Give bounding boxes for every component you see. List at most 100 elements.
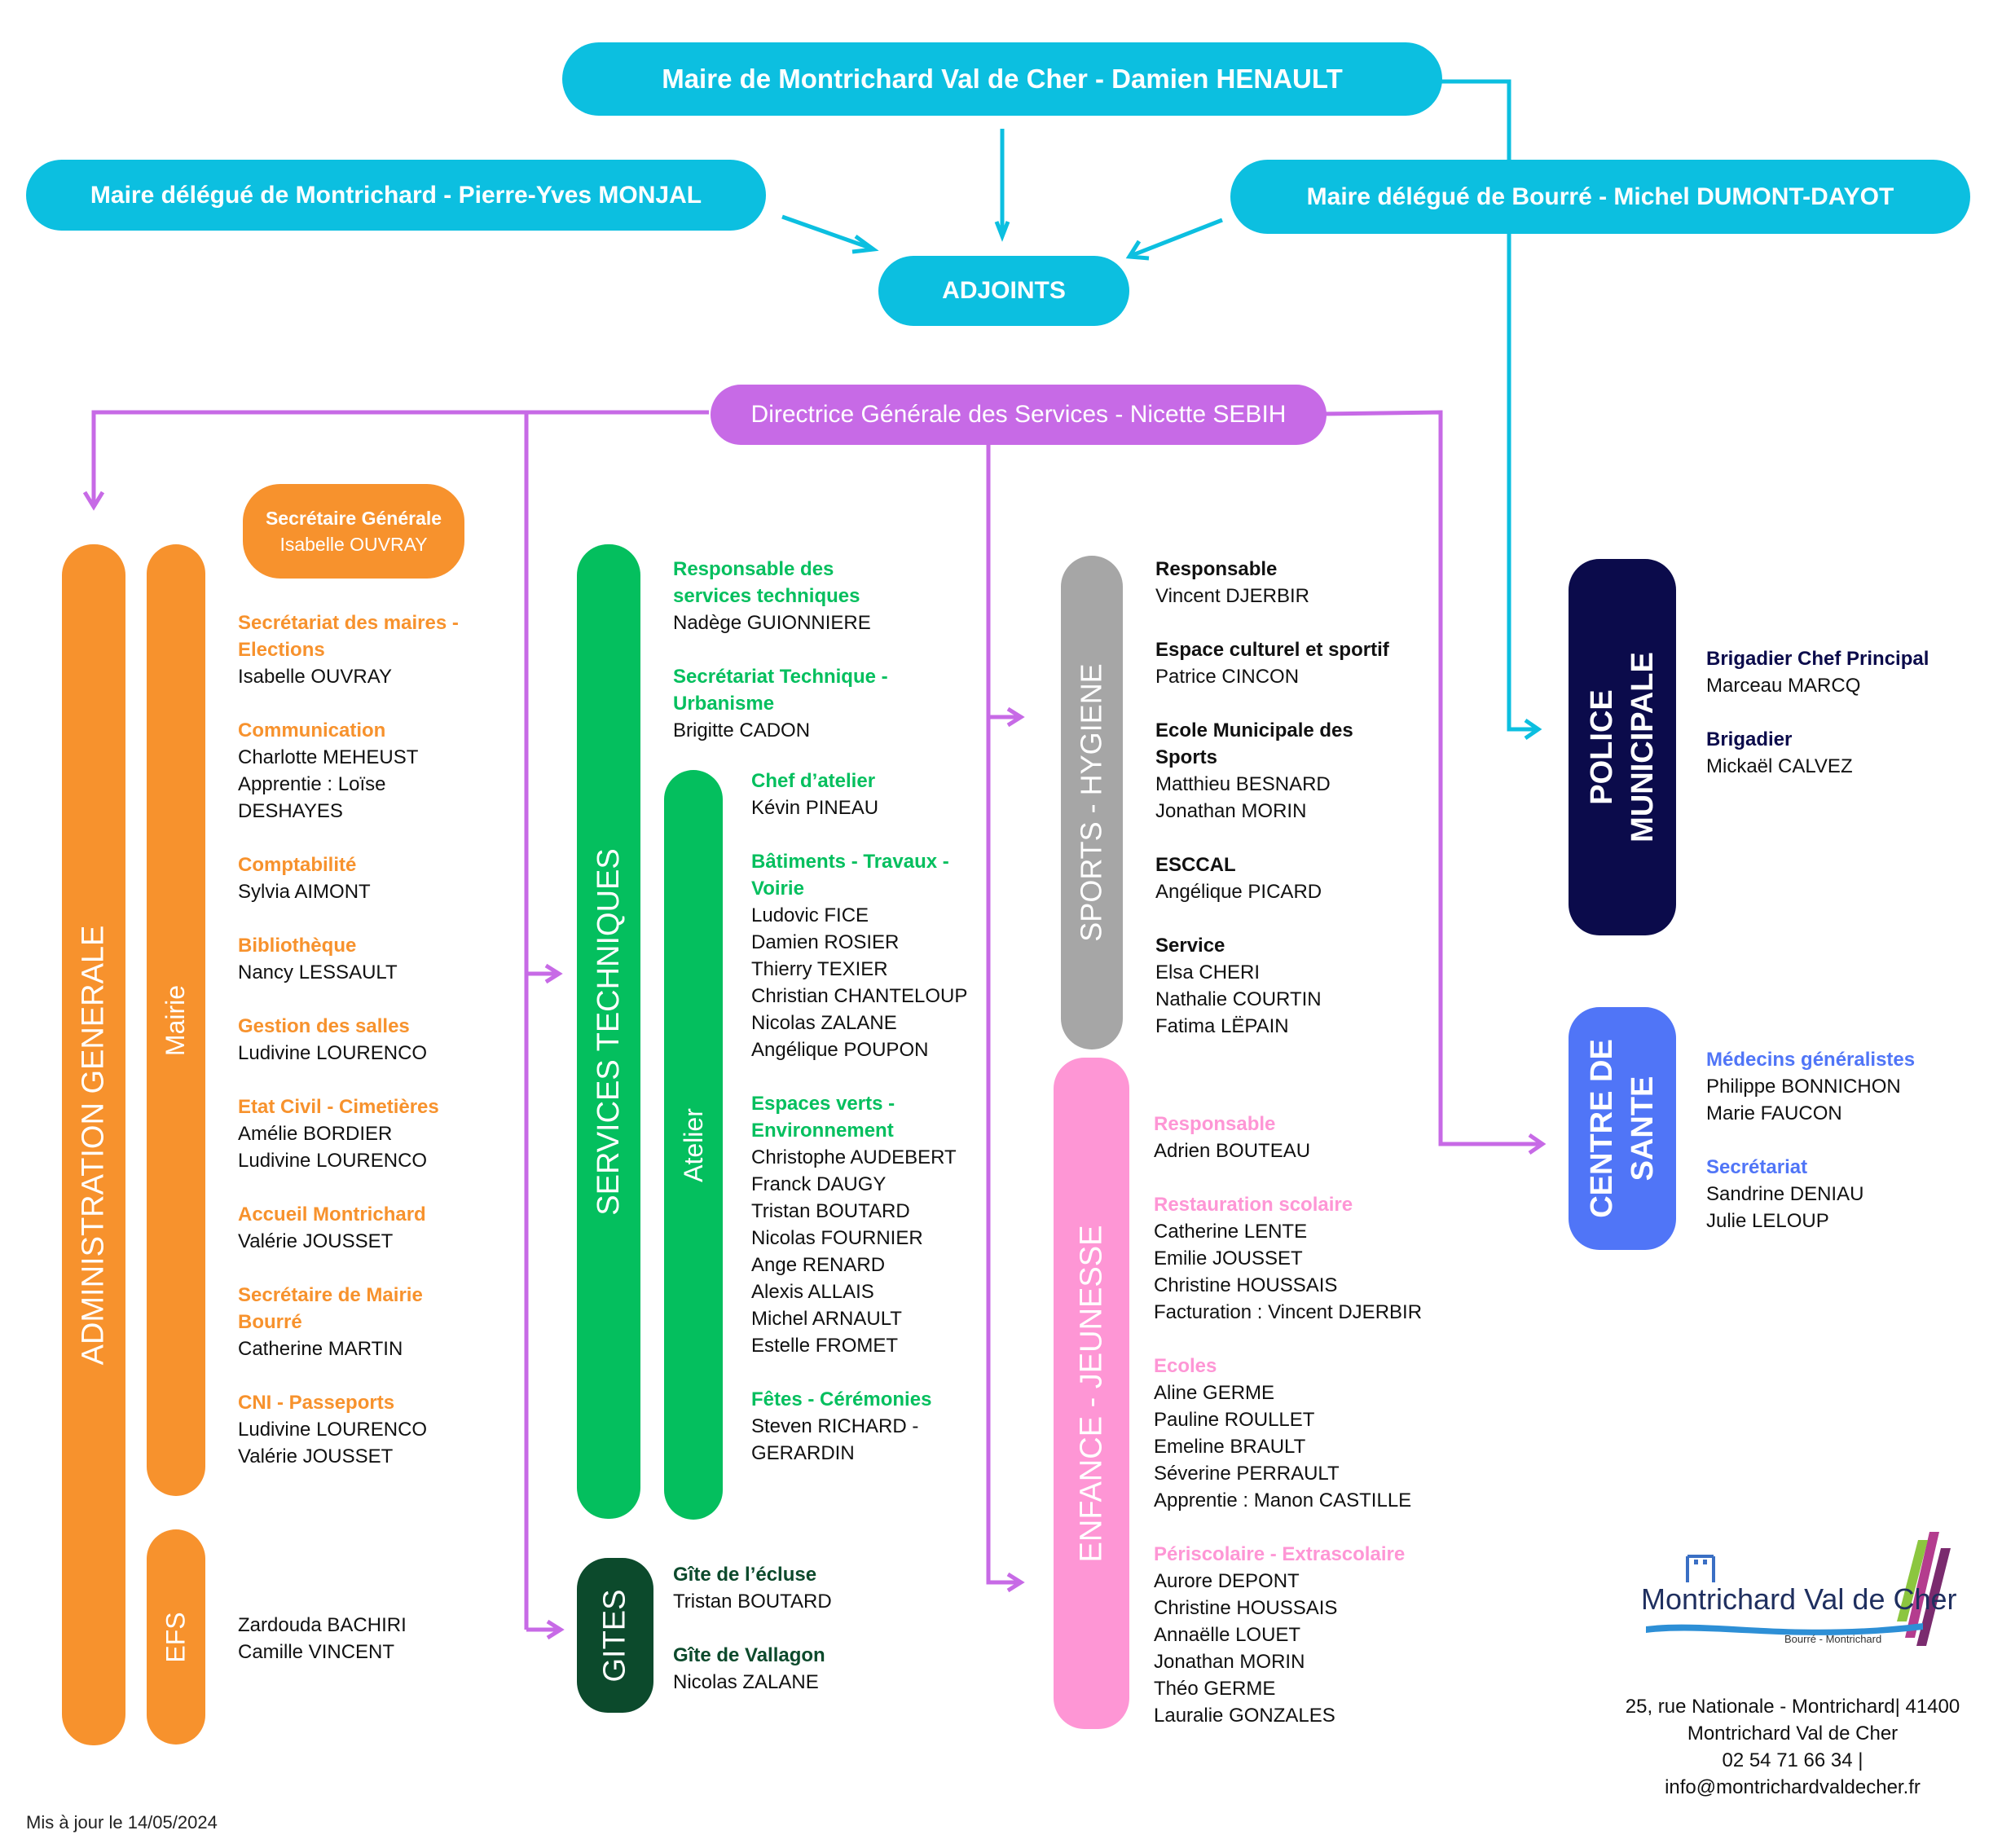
group-title: Restauration scolaire xyxy=(1154,1194,1353,1216)
enfance-jeunesse-bar: ENFANCE - JEUNESSE xyxy=(1054,1058,1129,1729)
services-techniques-bar: SERVICES TECHNIQUES xyxy=(577,544,640,1519)
member-name: Christian CHANTELOUP xyxy=(751,985,968,1007)
member-name: Aline GERME xyxy=(1154,1382,1275,1404)
member-name: Adrien BOUTEAU xyxy=(1154,1140,1311,1162)
enfance-jeunesse-label: ENFANCE - JEUNESSE xyxy=(1074,1225,1108,1562)
administration-generale-label: ADMINISTRATION GENERALE xyxy=(76,925,111,1365)
address-line: Montrichard Val de Cher xyxy=(1687,1723,1899,1745)
member-name: Amélie BORDIER xyxy=(238,1123,393,1145)
member-name: Angélique PICARD xyxy=(1155,881,1322,903)
maire-box: Maire de Montrichard Val de Cher - Damie… xyxy=(562,42,1442,116)
logo-stripes-icon xyxy=(1897,1532,1951,1646)
logo-tower-icon xyxy=(1686,1555,1715,1582)
address-line: 25, rue Nationale - Montrichard| 41400 xyxy=(1625,1696,1960,1718)
member-name: Mickaël CALVEZ xyxy=(1706,755,1853,777)
member-name: Tristan BOUTARD xyxy=(751,1200,910,1222)
member-name: Christine HOUSSAIS xyxy=(1154,1274,1338,1296)
member-name: Emilie JOUSSET xyxy=(1154,1247,1303,1269)
group-title: Responsable xyxy=(1154,1113,1276,1135)
logo: Montrichard Val de Cher Bourré - Montric… xyxy=(1638,1532,1957,1654)
member-name: Angélique POUPON xyxy=(751,1039,929,1061)
group-title: Brigadier Chef Principal xyxy=(1706,648,1929,670)
secretaire-generale-box: Secrétaire Générale Isabelle OUVRAY xyxy=(243,484,464,579)
member-name: Tristan BOUTARD xyxy=(673,1591,832,1613)
group-title: Ecoles xyxy=(1154,1355,1217,1377)
member-name: Ludivine LOURENCO xyxy=(238,1419,428,1441)
member-name: Sandrine DENIAU xyxy=(1706,1183,1864,1205)
member-name: Ludivine LOURENCO xyxy=(238,1150,428,1172)
member-name: Nadège GUIONNIERE xyxy=(673,612,871,634)
group-title: Espaces verts - xyxy=(751,1093,895,1115)
member-name: Ange RENARD xyxy=(751,1254,886,1276)
mairie-bar: Mairie xyxy=(147,544,205,1496)
group-title: Brigadier xyxy=(1706,728,1793,750)
police-label-line1: POLICE xyxy=(1585,689,1619,805)
group-title: Elections xyxy=(238,639,325,661)
atelier-label: Atelier xyxy=(678,1107,708,1182)
address-line: info@montrichardvaldecher.fr xyxy=(1665,1776,1921,1798)
group-title: Responsable des xyxy=(673,558,834,580)
group-title: Gestion des salles xyxy=(238,1015,410,1037)
group-title: Voirie xyxy=(751,878,804,900)
dgs-box: Directrice Générale des Services - Nicet… xyxy=(711,385,1327,445)
group-entry: ESCCAL Angélique PICARD xyxy=(1155,851,1432,905)
member-name: Pauline ROULLET xyxy=(1154,1409,1315,1431)
member-name: Charlotte MEHEUST xyxy=(238,746,419,768)
member-name: Patrice CINCON xyxy=(1155,666,1300,688)
member-name: Catherine LENTE xyxy=(1154,1221,1308,1243)
member-name: Damien ROSIER xyxy=(751,931,900,953)
member-name: Vincent DJERBIR xyxy=(1155,585,1309,607)
member-name: Apprentie : Loïse xyxy=(238,773,386,795)
member-name: Alexis ALLAIS xyxy=(751,1281,874,1303)
group-title: Responsable xyxy=(1155,558,1278,580)
member-name: Emeline BRAULT xyxy=(1154,1436,1306,1458)
member-name: Franck DAUGY xyxy=(751,1173,887,1195)
group-title: Comptabilité xyxy=(238,854,357,876)
member-name: Julie LELOUP xyxy=(1706,1210,1829,1232)
gites-bar: GITES xyxy=(577,1558,653,1713)
group-title: Ecole Municipale des xyxy=(1155,719,1353,741)
member-name: Ludovic FICE xyxy=(751,904,869,926)
sante-label-line1: CENTRE DE xyxy=(1585,1039,1620,1218)
group-title: Bibliothèque xyxy=(238,935,357,957)
adjoints-box: ADJOINTS xyxy=(878,256,1129,326)
group-title: ESCCAL xyxy=(1155,854,1236,876)
group-title: Chef d’atelier xyxy=(751,770,876,792)
dgs-label: Directrice Générale des Services - Nicet… xyxy=(750,401,1287,428)
mairie-label: Mairie xyxy=(161,984,191,1056)
group-title: Etat Civil - Cimetières xyxy=(238,1096,439,1118)
member-name: Christophe AUDEBERT xyxy=(751,1146,957,1168)
updated-date: Mis à jour le 14/05/2024 xyxy=(26,1812,218,1833)
group-title: Service xyxy=(1155,935,1225,957)
group-title: Communication xyxy=(238,719,386,741)
adjoints-label: ADJOINTS xyxy=(942,277,1066,304)
member-name: Elsa CHERI xyxy=(1155,961,1261,983)
member-name: Zardouda BACHIRI xyxy=(238,1614,407,1636)
secretaire-generale-title: Secrétaire Générale xyxy=(265,508,442,529)
address-line: 02 54 71 66 34 | xyxy=(1722,1749,1863,1771)
group-title: Périscolaire - Extrascolaire xyxy=(1154,1543,1406,1565)
member-name: Kévin PINEAU xyxy=(751,797,879,819)
member-name: Aurore DEPONT xyxy=(1154,1570,1300,1592)
